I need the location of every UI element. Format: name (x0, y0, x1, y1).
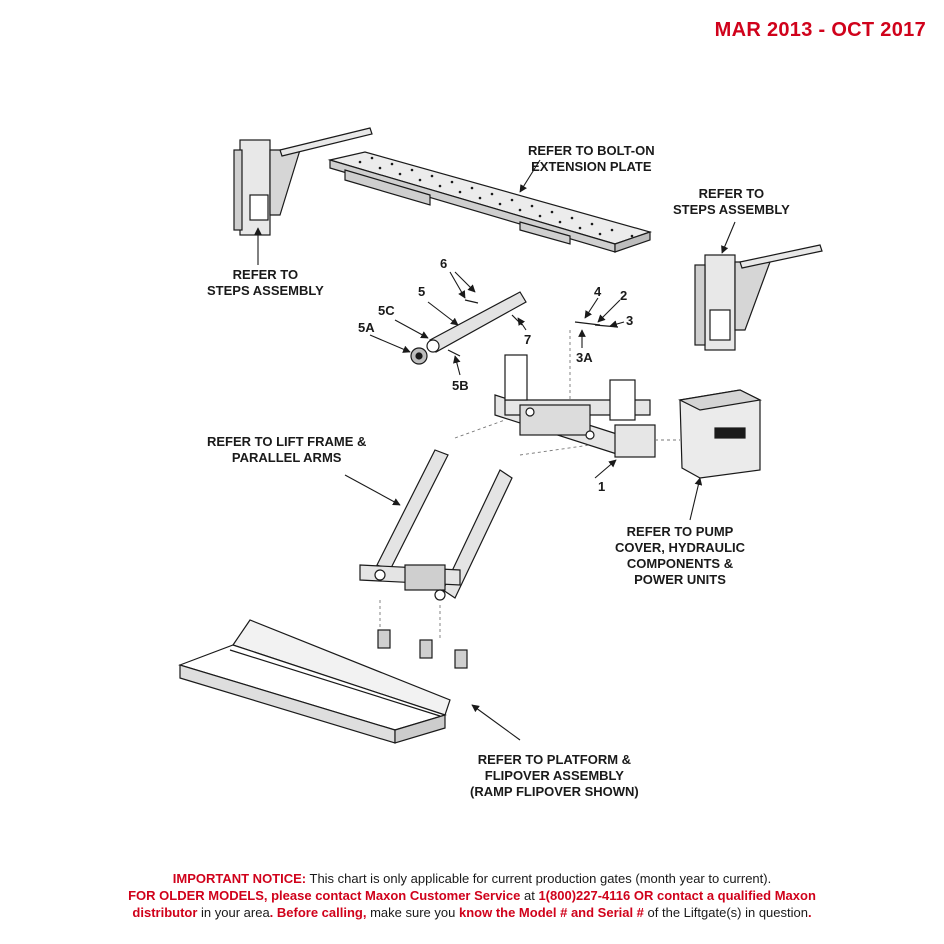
part-number-5b: 5B (452, 378, 469, 393)
notice-line-1: IMPORTANT NOTICE: This chart is only app… (172, 871, 772, 886)
part-number-6: 6 (440, 256, 448, 271)
pump-box-drawing (678, 389, 762, 479)
part-number-3: 3 (626, 313, 634, 328)
part-number-5a: 5A (358, 320, 375, 335)
left-steps-drawing (233, 127, 373, 236)
part-number-7: 7 (524, 332, 532, 347)
platform-drawing (178, 619, 468, 744)
part-number-5: 5 (418, 284, 426, 299)
extension-plate-drawing (327, 151, 653, 253)
notice-line-3: distributor in your area. Before calling… (132, 905, 812, 920)
part-number-3a: 3A (576, 350, 593, 365)
part-number-2: 2 (620, 288, 628, 303)
label-lift-frame: REFER TO LIFT FRAME &PARALLEL ARMS (207, 434, 367, 465)
notice-line-2: FOR OLDER MODELS, please contact Maxon C… (128, 888, 816, 903)
alignment-lines (379, 330, 680, 640)
label-platform: REFER TO PLATFORM &FLIPOVER ASSEMBLY(RAM… (470, 752, 639, 799)
parallel-arms-drawing (359, 449, 513, 601)
part-number-1: 1 (598, 479, 606, 494)
leader-arrows (254, 159, 736, 741)
important-notice: IMPORTANT NOTICE: This chart is only app… (0, 870, 944, 921)
arm-part-drawing (410, 291, 619, 365)
part-number-4: 4 (594, 284, 602, 299)
date-range-header: MAR 2013 - OCT 2017 (714, 19, 926, 41)
right-steps-drawing (694, 244, 823, 351)
main-frame-drawing (494, 354, 656, 458)
part-number-5c: 5C (378, 303, 395, 318)
